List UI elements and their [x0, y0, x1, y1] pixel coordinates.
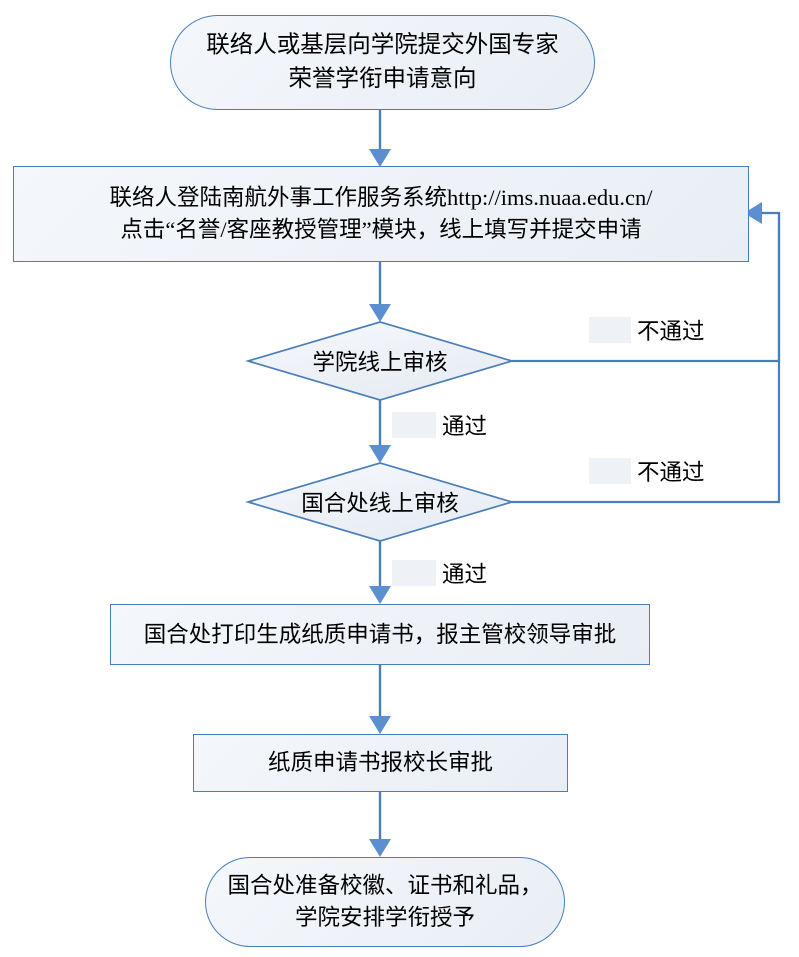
- connector-college-pass: [369, 400, 391, 463]
- edge-label-college-pass: 通过: [392, 408, 487, 442]
- node-president-line-1: 纸质申请书报校长审批: [267, 750, 493, 776]
- node-start-line-1: 联络人或基层向学院提交外国专家: [206, 32, 559, 59]
- node-president-approval[interactable]: 纸质申请书报校长审批: [193, 734, 568, 792]
- edge-label-college-reject: 不通过: [589, 313, 705, 347]
- node-college-review-text: 学院线上审核: [312, 350, 448, 375]
- node-college-review-label[interactable]: 学院线上审核: [268, 341, 492, 381]
- node-ceremony-line-2: 学院安排学衔授予: [294, 905, 475, 930]
- node-office-review-text: 国合处线上审核: [301, 491, 459, 516]
- edge-label-office-pass: 通过: [392, 556, 487, 590]
- college-pass-label-swatch: [392, 412, 436, 438]
- node-submit-line-2: 点击“名誉/客座教授管理”模块，线上填写并提交申请: [120, 217, 642, 242]
- office-pass-label-text: 通过: [442, 562, 488, 587]
- college-reject-label-swatch: [589, 317, 631, 343]
- edge-label-office-reject: 不通过: [589, 454, 705, 488]
- node-start[interactable]: 联络人或基层向学院提交外国专家 荣誉学衔申请意向: [170, 15, 595, 110]
- connector-submit-to-college-review: [369, 262, 391, 322]
- office-pass-label-swatch: [392, 560, 436, 586]
- node-submit-line-1: 联络人登陆南航外事工作服务系统http://ims.nuaa.edu.cn/: [109, 185, 653, 211]
- node-ceremony[interactable]: 国合处准备校徽、证书和礼品， 学院安排学衔授予: [205, 857, 565, 947]
- node-print-line-1: 国合处打印生成纸质申请书，报主管校领导审批: [143, 621, 617, 647]
- office-reject-label-text: 不通过: [637, 460, 705, 485]
- connector-office-pass: [369, 541, 391, 604]
- node-ceremony-line-1: 国合处准备校徽、证书和礼品，: [227, 873, 543, 899]
- connector-president-to-ceremony: [369, 792, 391, 857]
- node-office-review-label[interactable]: 国合处线上审核: [268, 482, 492, 522]
- node-start-line-2: 荣誉学衔申请意向: [288, 65, 477, 92]
- node-print-application[interactable]: 国合处打印生成纸质申请书，报主管校领导审批: [110, 604, 650, 665]
- college-reject-label-text: 不通过: [637, 319, 705, 344]
- office-reject-label-swatch: [589, 458, 631, 484]
- node-submit-application[interactable]: 联络人登陆南航外事工作服务系统http://ims.nuaa.edu.cn/ 点…: [13, 166, 749, 262]
- connector-start-to-submit: [369, 110, 391, 167]
- college-pass-label-text: 通过: [442, 414, 488, 439]
- connector-print-to-president: [369, 665, 391, 734]
